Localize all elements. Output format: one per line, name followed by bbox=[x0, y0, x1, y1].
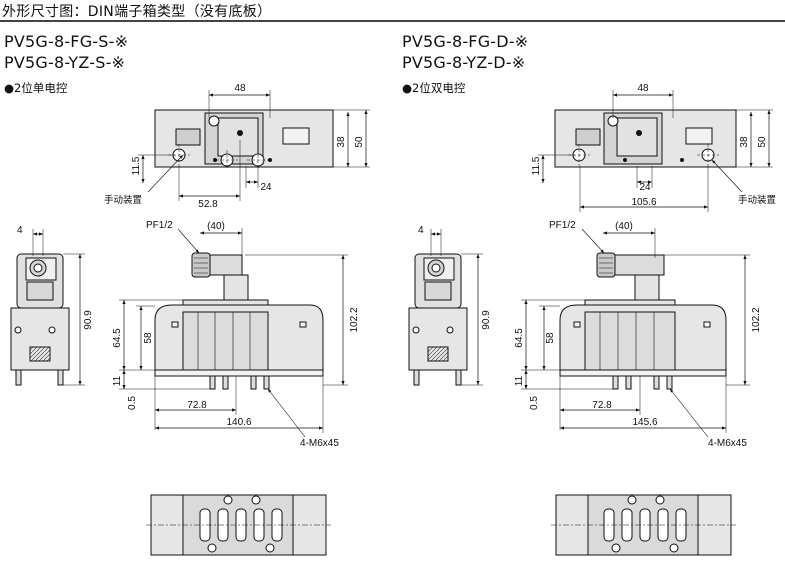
right-dim-48: 48 bbox=[637, 83, 649, 94]
left-dim-40: (40) bbox=[207, 221, 225, 232]
left-pf-label: PF1/2 bbox=[146, 220, 173, 231]
right-bottom-view bbox=[551, 494, 736, 556]
left-front-view bbox=[154, 252, 324, 390]
left-dim-50: 50 bbox=[354, 136, 365, 148]
left-m6-label: 4-M6x45 bbox=[300, 438, 339, 449]
right-dim-50: 50 bbox=[757, 136, 768, 148]
left-manual-label: 手动装置 bbox=[104, 194, 142, 206]
right-dim-105-6: 105.6 bbox=[631, 197, 656, 208]
right-dim-40: (40) bbox=[615, 221, 633, 232]
page-title: 外形尺寸图：DIN端子箱类型（没有底板） bbox=[2, 4, 272, 20]
left-side-view bbox=[10, 253, 70, 386]
left-side-dimensions: 4 90.9 bbox=[17, 225, 94, 386]
left-subtitle: ●2位单电控 bbox=[4, 81, 68, 95]
right-model-line-2: PV5G-8-YZ-D-※ bbox=[402, 53, 526, 72]
left-model-line-1: PV5G-8-FG-S-※ bbox=[4, 32, 129, 51]
left-dim-48: 48 bbox=[234, 83, 246, 94]
right-dim-90-9: 90.9 bbox=[481, 310, 492, 330]
left-dim-0-5: 0.5 bbox=[127, 396, 138, 410]
right-dim-58: 58 bbox=[545, 332, 556, 344]
right-side-view bbox=[408, 253, 468, 386]
left-top-view bbox=[154, 109, 334, 170]
right-m6-label: 4-M6x45 bbox=[708, 438, 747, 449]
right-manual-label: 手动装置 bbox=[738, 194, 776, 206]
right-dim-102-2: 102.2 bbox=[751, 307, 762, 332]
left-dim-24: 24 bbox=[260, 182, 272, 193]
right-top-view bbox=[554, 109, 737, 168]
left-front-dimensions: (40) PF1/2 102.2 64.5 58 11 0.5 72.8 140… bbox=[112, 220, 360, 449]
right-dim-11: 11 bbox=[514, 375, 525, 386]
right-top-dimensions: 48 38 50 11.5 24 105.6 手动装置 bbox=[531, 83, 776, 212]
right-dim-64-5: 64.5 bbox=[514, 328, 525, 348]
right-subtitle: ●2位双电控 bbox=[402, 81, 466, 95]
right-dim-11-5: 11.5 bbox=[531, 156, 542, 175]
title-divider bbox=[0, 20, 785, 22]
right-front-view bbox=[559, 252, 727, 390]
left-dim-58: 58 bbox=[143, 332, 154, 344]
left-dim-11: 11 bbox=[112, 375, 123, 386]
left-dim-4: 4 bbox=[17, 225, 23, 236]
left-top-dimensions: 48 38 50 11.5 24 52.8 手动装置 bbox=[104, 83, 370, 210]
left-dim-72-8: 72.8 bbox=[187, 400, 207, 411]
right-dim-0-5: 0.5 bbox=[529, 396, 540, 410]
left-dim-52-8: 52.8 bbox=[198, 199, 218, 210]
right-pf-label: PF1/2 bbox=[549, 220, 576, 231]
left-dim-102-2: 102.2 bbox=[349, 307, 360, 332]
left-dim-140-6: 140.6 bbox=[226, 417, 251, 428]
right-dim-72-8: 72.8 bbox=[592, 400, 612, 411]
left-dim-11-5: 11.5 bbox=[131, 156, 142, 175]
right-dim-38: 38 bbox=[739, 136, 750, 148]
right-dim-145-6: 145.6 bbox=[632, 417, 657, 428]
right-dim-24: 24 bbox=[639, 182, 651, 193]
left-bottom-view bbox=[146, 494, 331, 556]
right-front-dimensions: (40) PF1/2 102.2 64.5 58 11 0.5 72.8 145… bbox=[514, 220, 762, 449]
right-dim-4: 4 bbox=[418, 225, 424, 236]
right-model-line-1: PV5G-8-FG-D-※ bbox=[402, 32, 529, 51]
left-dim-64-5: 64.5 bbox=[112, 328, 123, 348]
right-side-dimensions: 4 90.9 bbox=[418, 225, 492, 386]
left-dim-38: 38 bbox=[336, 136, 347, 148]
left-dim-90-9: 90.9 bbox=[83, 310, 94, 330]
left-model-line-2: PV5G-8-YZ-S-※ bbox=[4, 53, 126, 72]
